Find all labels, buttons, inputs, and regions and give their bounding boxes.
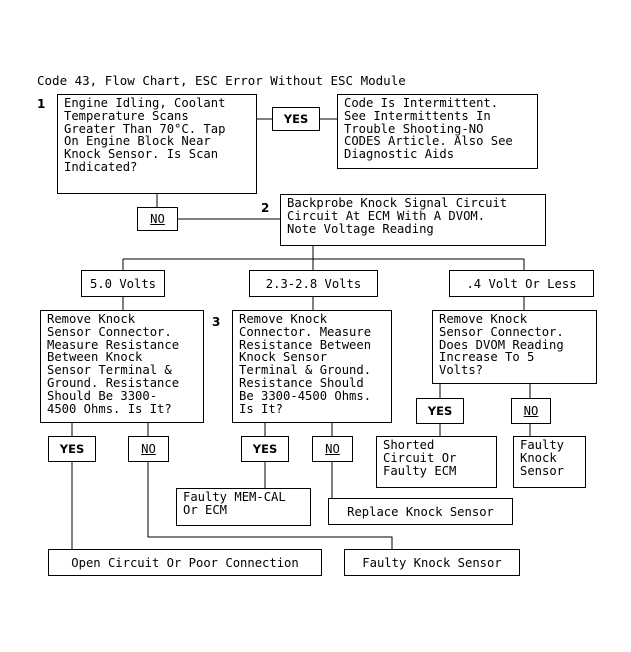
voltage-0-4-box: .4 Volt Or Less — [449, 270, 594, 297]
faulty-knock-sensor-right-box: Faulty Knock Sensor — [513, 436, 586, 488]
step-number-2: 2 — [261, 201, 270, 215]
no-text: NO — [523, 404, 539, 418]
replace-knock-sensor-box: Replace Knock Sensor — [328, 498, 513, 525]
step3-box: Remove Knock Connector. Measure Resistan… — [232, 310, 392, 423]
step1-box: Engine Idling, Coolant Temperature Scans… — [57, 94, 257, 194]
step1-no-label: NO — [137, 207, 178, 231]
no-text: NO — [141, 442, 156, 456]
page-title: Code 43, Flow Chart, ESC Error Without E… — [37, 73, 406, 88]
open-circuit-box: Open Circuit Or Poor Connection — [48, 549, 322, 576]
step2-box: Backprobe Knock Signal Circuit Circuit A… — [280, 194, 546, 246]
middle-no-label: NO — [312, 436, 353, 462]
right-yes-label: YES — [416, 398, 464, 424]
no-text: NO — [325, 442, 340, 456]
shorted-circuit-box: Shorted Circuit Or Faulty ECM — [376, 436, 497, 488]
step1-yes-label: YES — [272, 107, 320, 131]
right-check-box: Remove Knock Sensor Connector. Does DVOM… — [432, 310, 597, 384]
left-check-box: Remove Knock Sensor Connector. Measure R… — [40, 310, 204, 423]
middle-yes-label: YES — [241, 436, 289, 462]
left-yes-label: YES — [48, 436, 96, 462]
voltage-5-box: 5.0 Volts — [81, 270, 165, 297]
faulty-memcal-box: Faulty MEM-CAL Or ECM — [176, 488, 311, 526]
no-text: NO — [150, 212, 165, 226]
step-number-3: 3 — [212, 315, 221, 329]
intermittent-box: Code Is Intermittent. See Intermittents … — [337, 94, 538, 169]
step-number-1: 1 — [37, 97, 46, 111]
left-no-label: NO — [128, 436, 169, 462]
voltage-2-3-box: 2.3-2.8 Volts — [249, 270, 378, 297]
faulty-knock-sensor-bottom-box: Faulty Knock Sensor — [344, 549, 520, 576]
right-no-label: NO — [511, 398, 551, 424]
